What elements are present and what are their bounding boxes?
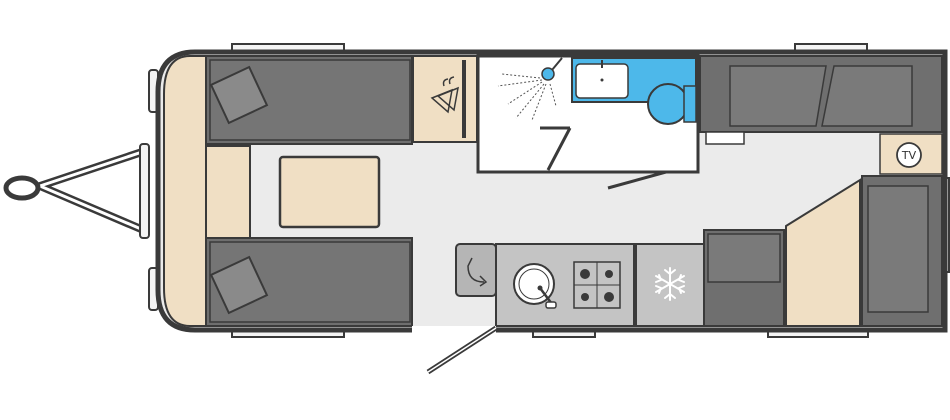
front-sofa-bottom (205, 237, 413, 327)
washroom-door (607, 170, 667, 190)
rear-sofa-side (861, 175, 943, 327)
front-chest (163, 55, 209, 327)
hob-burner-icon (573, 261, 621, 309)
cushion-bottom (209, 255, 269, 315)
snowflake-icon (655, 267, 685, 301)
rear-sofa-top (699, 55, 943, 145)
hanger-icon (430, 76, 459, 114)
cushion-top (209, 65, 269, 125)
entrance-door (412, 325, 498, 375)
window-front-center (139, 143, 150, 239)
toilet (647, 83, 689, 125)
kitchen (455, 243, 705, 327)
sink-basin (513, 263, 557, 309)
bed-slats (205, 145, 251, 239)
front-sofa-top (205, 55, 413, 145)
rear-seat-bottom (703, 229, 785, 327)
wardrobe (412, 55, 478, 143)
tow-hitch (3, 146, 150, 236)
microwave-icon (455, 243, 497, 297)
kitchen-worktop (495, 243, 635, 327)
tv-icon (896, 142, 922, 168)
shower-head-icon (497, 57, 563, 121)
tv-unit: TV (879, 133, 943, 175)
washroom (476, 54, 700, 190)
shower-door (540, 126, 572, 171)
tv-label: TV (901, 149, 917, 162)
table (278, 155, 381, 229)
corner-cabinet (785, 178, 861, 327)
